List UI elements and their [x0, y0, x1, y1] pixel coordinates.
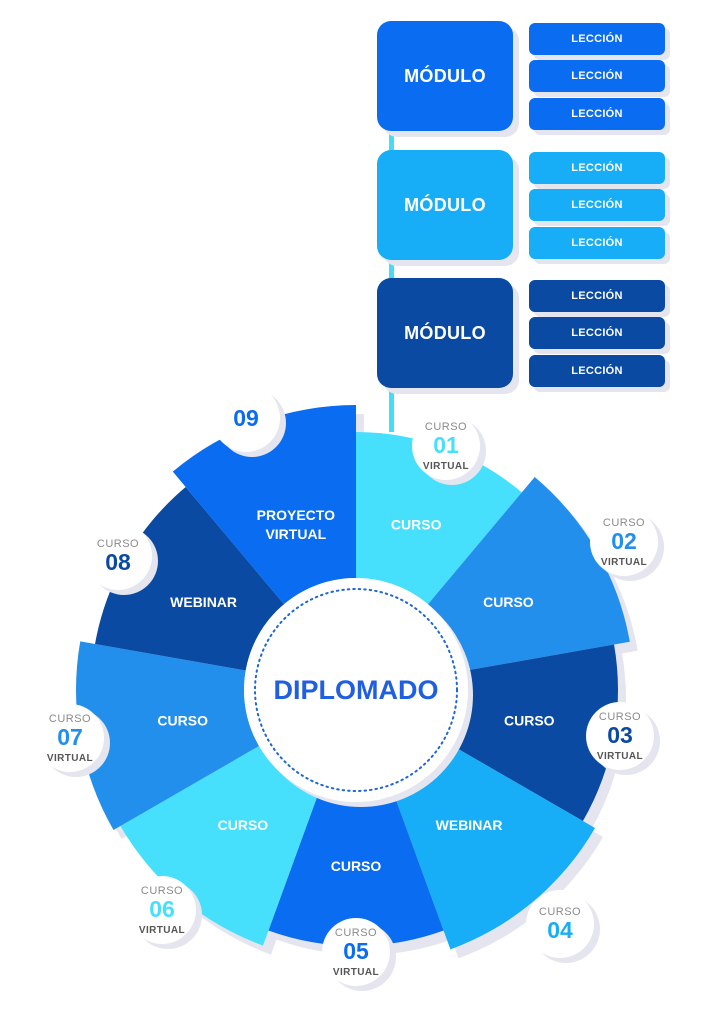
- module-label: MÓDULO: [404, 194, 486, 215]
- module-box: MÓDULO: [377, 150, 513, 260]
- badge-bottom-label: VIRTUAL: [601, 557, 647, 568]
- badge-number: 01: [433, 432, 459, 458]
- segment-label: CURSO: [391, 517, 442, 533]
- segment-label: WEBINAR: [436, 817, 503, 833]
- lesson-label: LECCIÓN: [571, 108, 623, 120]
- badge-bottom-label: VIRTUAL: [423, 461, 469, 472]
- segment-wedge: [268, 795, 444, 946]
- lesson-box: LECCIÓN: [529, 227, 665, 259]
- lesson-box: LECCIÓN: [529, 280, 665, 312]
- badge-bottom-label: VIRTUAL: [333, 967, 379, 978]
- lesson-label: LECCIÓN: [571, 162, 623, 174]
- segment-wedge: [427, 477, 630, 671]
- lesson-label: LECCIÓN: [571, 33, 623, 45]
- segment-label: CURSO: [504, 713, 555, 729]
- connector-line: [389, 260, 394, 280]
- lesson-box: LECCIÓN: [529, 189, 665, 221]
- badge-circle: [84, 522, 152, 590]
- lesson-box: LECCIÓN: [529, 152, 665, 184]
- badge-number: 06: [149, 896, 175, 922]
- segment-wedge: [172, 405, 356, 605]
- segment-label: PROYECTO: [257, 507, 335, 523]
- module-box: MÓDULO: [377, 21, 513, 131]
- segment-wedge: [95, 486, 285, 671]
- badge-top-label: CURSO: [141, 885, 183, 897]
- badge-number: 08: [105, 549, 131, 575]
- badge-number: 04: [547, 917, 573, 943]
- segment-label: CURSO: [157, 713, 208, 729]
- segment-label: VIRTUAL: [265, 526, 326, 542]
- badge-circle: [128, 876, 196, 944]
- segment-wedge: [394, 746, 596, 950]
- segment-wedge: [452, 644, 618, 821]
- connector-line: [389, 130, 394, 152]
- lesson-label: LECCIÓN: [571, 327, 623, 339]
- segment-wedge: [120, 746, 318, 946]
- badge-circle: [36, 704, 104, 772]
- segment-wedge: [76, 641, 260, 830]
- badge-circle: [322, 918, 390, 986]
- lesson-label: LECCIÓN: [571, 365, 623, 377]
- badge-circle: [586, 702, 654, 770]
- segment-label: CURSO: [331, 858, 382, 874]
- lesson-label: LECCIÓN: [571, 237, 623, 249]
- badge-number: 02: [611, 528, 637, 554]
- lesson-label: LECCIÓN: [571, 199, 623, 211]
- lesson-label: LECCIÓN: [571, 70, 623, 82]
- badge-top-label: CURSO: [539, 906, 581, 918]
- badge-top-label: CURSO: [603, 517, 645, 529]
- badge-circle: [412, 412, 480, 480]
- badge-circle: [212, 384, 280, 452]
- center-title: DIPLOMADO: [274, 675, 439, 705]
- badge-number: 09: [233, 405, 259, 431]
- badge-top-label: CURSO: [49, 713, 91, 725]
- badge-top-label: CURSO: [335, 927, 377, 939]
- segment-label: CURSO: [483, 594, 534, 610]
- lesson-box: LECCIÓN: [529, 317, 665, 349]
- center-dotted-ring: [254, 588, 458, 792]
- lesson-box: LECCIÓN: [529, 98, 665, 130]
- badge-top-label: CURSO: [425, 421, 467, 433]
- center-circle: [244, 578, 468, 802]
- badge-bottom-label: VIRTUAL: [139, 925, 185, 936]
- badge-bottom-label: VIRTUAL: [47, 753, 93, 764]
- badge-circle: [526, 890, 594, 958]
- lesson-box: LECCIÓN: [529, 23, 665, 55]
- badge-bottom-label: VIRTUAL: [597, 751, 643, 762]
- lesson-box: LECCIÓN: [529, 60, 665, 92]
- badge-top-label: CURSO: [599, 711, 641, 723]
- badge-number: 03: [607, 722, 633, 748]
- segment-wedge: [356, 432, 522, 605]
- module-label: MÓDULO: [404, 322, 486, 343]
- segment-label: WEBINAR: [170, 594, 237, 610]
- module-label: MÓDULO: [404, 65, 486, 86]
- lesson-label: LECCIÓN: [571, 290, 623, 302]
- badge-number: 05: [343, 938, 369, 964]
- connector-line: [389, 388, 394, 432]
- segment-label: CURSO: [218, 817, 269, 833]
- module-box: MÓDULO: [377, 278, 513, 388]
- lesson-box: LECCIÓN: [529, 355, 665, 387]
- badge-number: 07: [57, 724, 83, 750]
- badge-top-label: CURSO: [97, 538, 139, 550]
- badge-circle: [590, 508, 658, 576]
